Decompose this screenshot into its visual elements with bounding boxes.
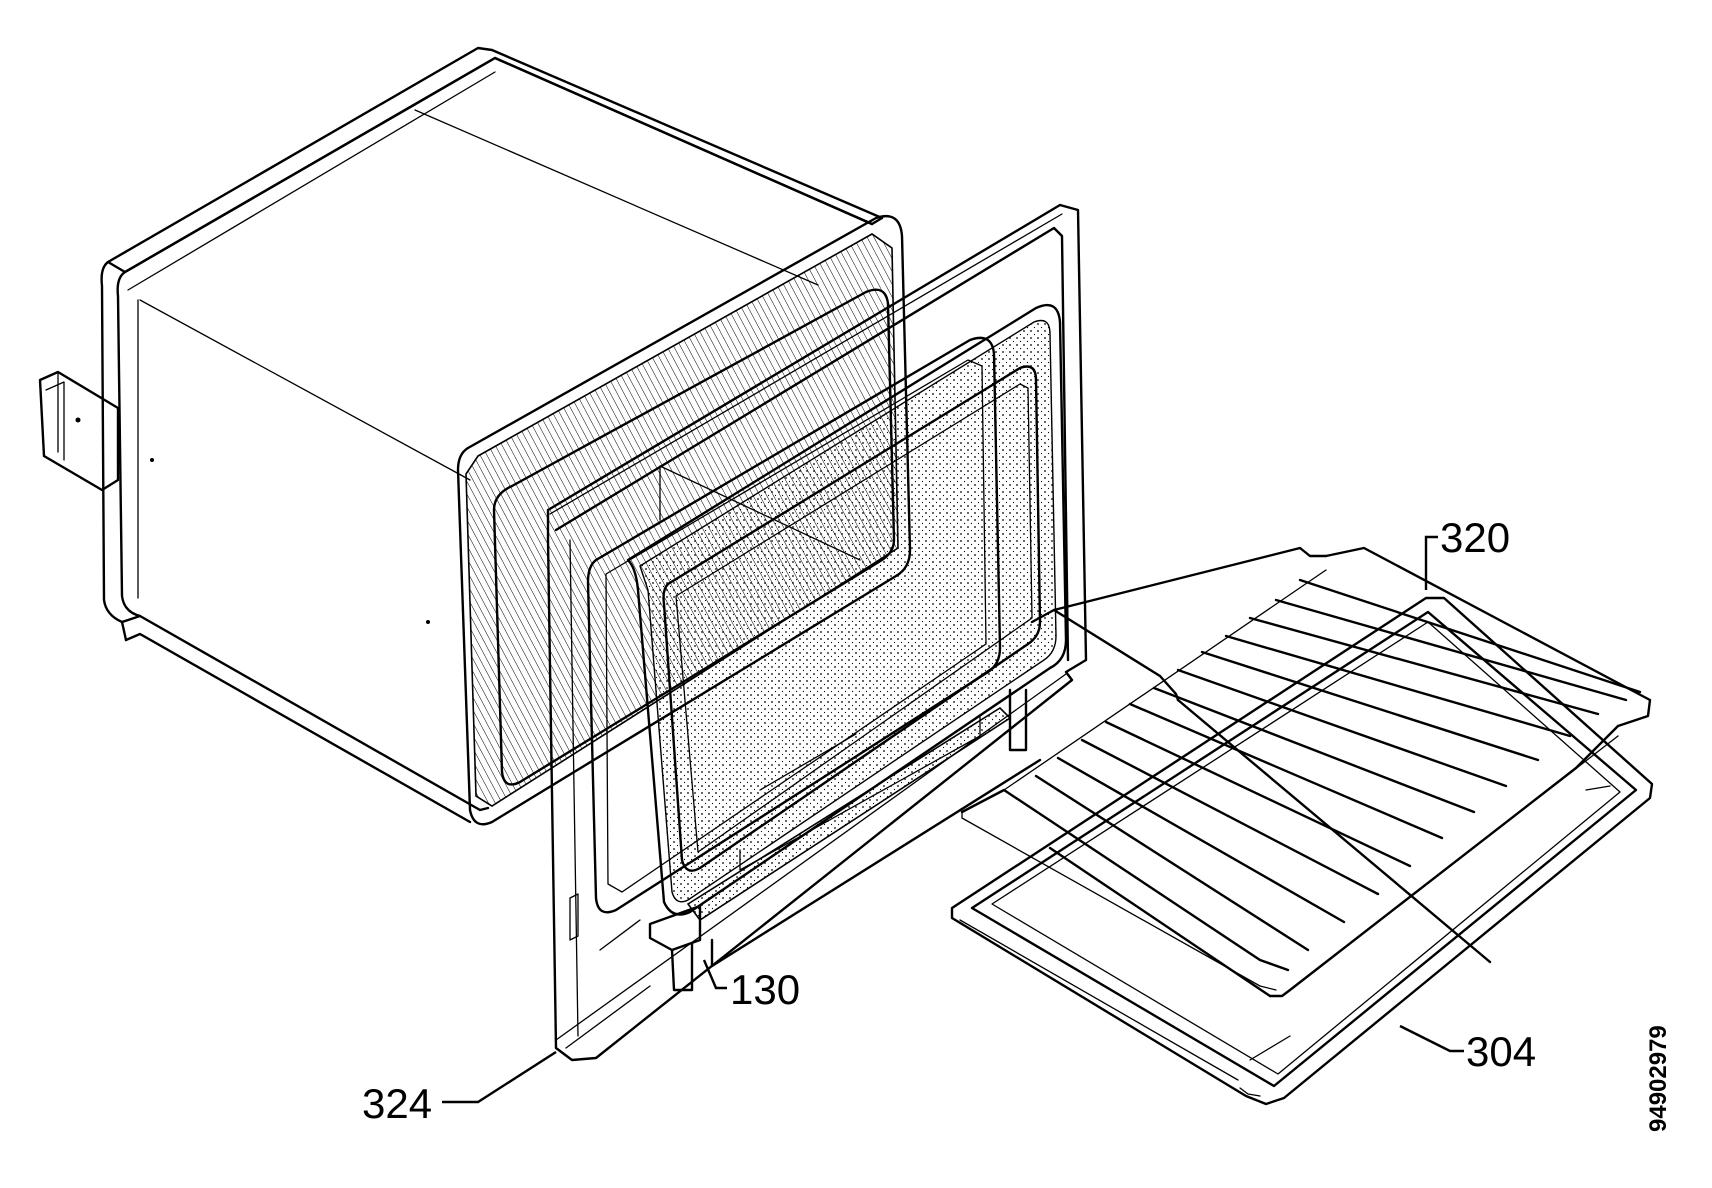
callout-320: 320 xyxy=(1440,514,1510,561)
leader-130 xyxy=(702,959,727,990)
baking-tray xyxy=(950,596,1654,1106)
callout-304: 304 xyxy=(1466,1028,1536,1075)
door-seal xyxy=(626,303,1068,992)
wire-shelf xyxy=(960,546,1652,998)
leader-324 xyxy=(442,1050,557,1104)
callout-leaders xyxy=(442,535,1464,1104)
callout-324: 324 xyxy=(362,1080,432,1127)
leader-320 xyxy=(1424,535,1438,590)
leader-304 xyxy=(1399,1024,1464,1053)
callout-130: 130 xyxy=(730,966,800,1013)
document-number: 94902979 xyxy=(1645,1025,1672,1132)
